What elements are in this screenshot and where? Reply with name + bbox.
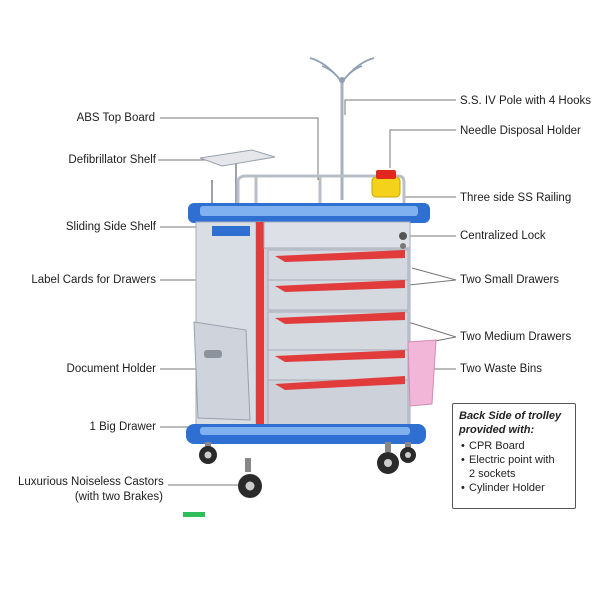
note-title-line2: provided with: — [459, 424, 535, 436]
note-item-cylinder-holder: Cylinder Holder — [459, 481, 569, 495]
note-title-line1: Back Side of trolley — [459, 410, 562, 422]
label-railing: Three side SS Railing — [460, 192, 572, 204]
sliding-side-shelf — [212, 226, 250, 236]
defibrillator-shelf — [199, 149, 276, 205]
note-item-electric-point: Electric point with — [459, 453, 569, 467]
label-waste-bins: Two Waste Bins — [460, 363, 543, 375]
label-small-drawers: Two Small Drawers — [460, 274, 560, 286]
note-item-sockets: 2 sockets — [469, 468, 516, 480]
needle-disposal-holder — [371, 170, 401, 198]
green-mark — [183, 512, 205, 517]
centralized-lock — [399, 232, 407, 249]
label-iv-pole: S.S. IV Pole with 4 Hooks — [460, 95, 592, 107]
waste-bin — [407, 339, 437, 407]
iv-pole — [309, 57, 375, 200]
note-item-cpr-board: CPR Board — [459, 439, 569, 453]
document-holder — [193, 321, 251, 421]
back-side-note: Back Side of trolley provided with: CPR … — [452, 403, 576, 509]
abs-top-board — [188, 203, 430, 223]
label-sliding-side-shelf: Sliding Side Shelf — [65, 221, 156, 233]
label-defibrillator-shelf: Defibrillator Shelf — [68, 154, 156, 166]
label-castors-line2: (with two Brakes) — [74, 491, 163, 503]
document-holder-handle — [204, 350, 222, 358]
trolley-base — [186, 424, 426, 444]
label-label-cards: Label Cards for Drawers — [31, 274, 156, 286]
label-lock: Centralized Lock — [460, 230, 546, 242]
drawers — [267, 249, 409, 429]
label-abs-top-board: ABS Top Board — [76, 112, 155, 124]
label-document-holder: Document Holder — [66, 363, 156, 375]
label-big-drawer: 1 Big Drawer — [89, 421, 156, 433]
label-castors-line1: Luxurious Noiseless Castors — [18, 476, 164, 488]
railing — [236, 174, 406, 208]
note-items: CPR Board Electric point with 2 sockets … — [459, 439, 569, 495]
castors — [199, 442, 416, 498]
label-medium-drawers: Two Medium Drawers — [460, 331, 572, 343]
label-needle-holder: Needle Disposal Holder — [460, 125, 581, 137]
